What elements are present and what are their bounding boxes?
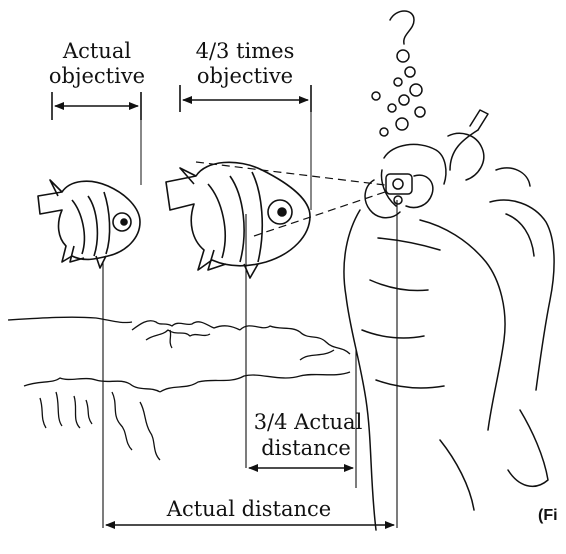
figure-reference-label: (Fi [538,507,558,524]
vertical-reference-lines [103,200,397,528]
actual-objective-label-line1: Actual [62,39,131,63]
apparent-objective-label-line2: objective [197,64,293,88]
apparent-distance-label-line2: distance [261,436,351,460]
actual-fish-drawing [38,180,140,268]
apparent-distance-label-line1: 3/4 Actual [254,410,363,434]
apparent-fish-drawing [166,162,310,278]
actual-objective-dimension [52,92,141,185]
apparent-objective-label-line1: 4/3 times [196,39,295,63]
apparent-objective-dimension [180,85,311,210]
actual-objective-label-line2: objective [49,64,145,88]
diver-drawing [344,11,554,530]
actual-distance-label: Actual distance [166,497,331,521]
